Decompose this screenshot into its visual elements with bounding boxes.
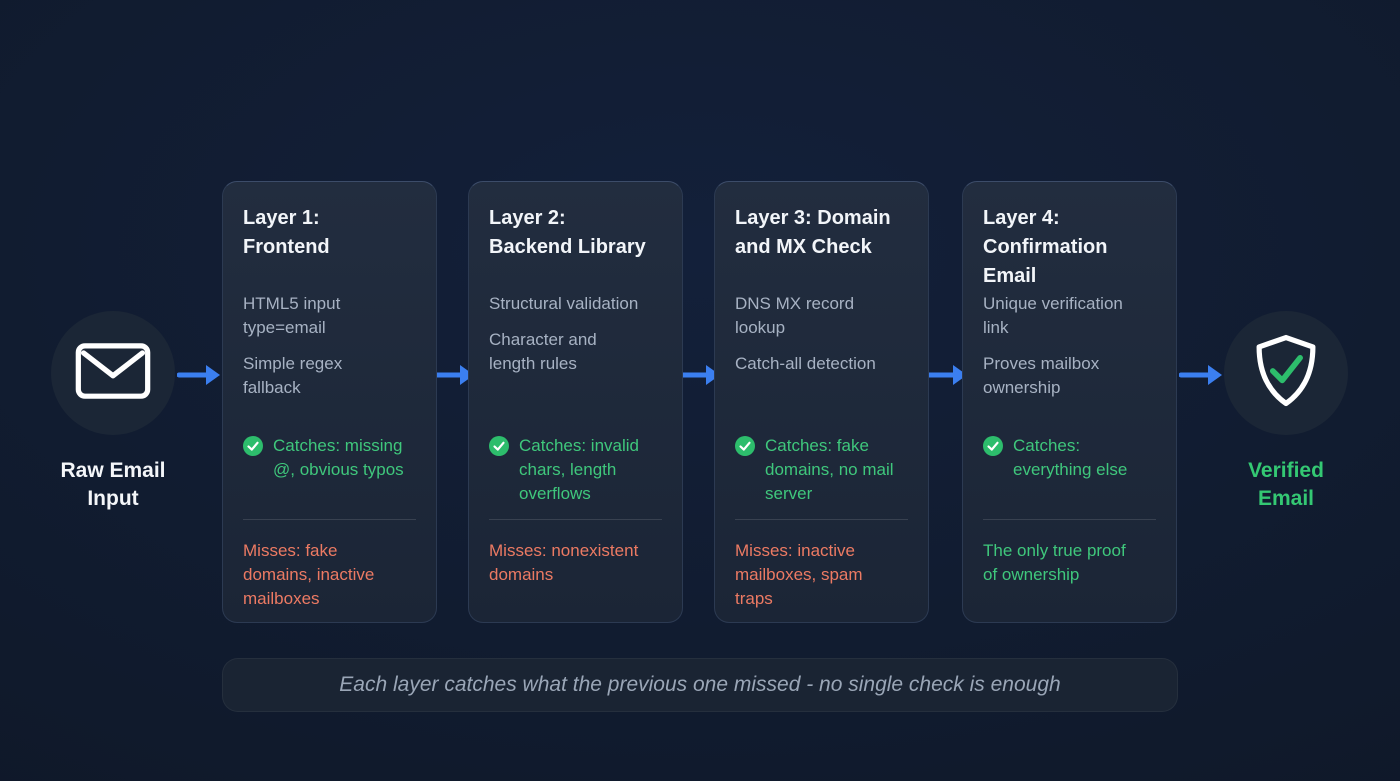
card-divider	[243, 519, 416, 520]
misses-text: Misses: fake domains, inactive mailboxes	[243, 541, 375, 608]
flow-arrow-icon	[430, 362, 475, 388]
card-divider	[983, 519, 1156, 520]
flow-arrow-icon	[176, 362, 221, 388]
layer-title: Layer 1: Frontend	[243, 207, 330, 258]
layer-point: Catch-all detection	[735, 354, 876, 373]
layer-title: Layer 2: Backend Library	[489, 207, 646, 258]
check-circle-icon	[489, 436, 509, 461]
verified-email-node: Verified Email	[1206, 311, 1366, 513]
envelope-icon	[75, 342, 151, 405]
layer-card-3: Layer 3: Domain and MX Check DNS MX reco…	[714, 181, 929, 623]
layer-title: Layer 3: Domain and MX Check	[735, 207, 891, 258]
flow-arrow-icon	[1178, 362, 1223, 388]
caption-bar: Each layer catches what the previous one…	[222, 658, 1178, 712]
card-divider	[735, 519, 908, 520]
output-node-label: Verified Email	[1248, 459, 1324, 510]
layer-card-1: Layer 1: Frontend HTML5 input type=email…	[222, 181, 437, 623]
catches-text: Catches: missing @, obvious typos	[273, 436, 404, 479]
check-circle-icon	[983, 436, 1003, 461]
shield-check-icon	[1253, 334, 1319, 413]
catches-text: Catches: invalid chars, length overflows	[519, 436, 640, 503]
catches-row: Catches: invalid chars, length overflows	[489, 434, 666, 506]
raw-email-input-node: Raw Email Input	[33, 311, 193, 513]
note-text: The only true proof of ownership	[983, 541, 1126, 584]
card-divider	[489, 519, 662, 520]
layer-point: HTML5 input type=email	[243, 294, 341, 337]
flow-arrow-icon	[923, 362, 968, 388]
layer-card-2: Layer 2: Backend Library Structural vali…	[468, 181, 683, 623]
check-circle-icon	[243, 436, 263, 461]
layer-point: Structural validation	[489, 294, 639, 313]
layer-title: Layer 4: Confirmation Email	[983, 207, 1108, 287]
input-icon-circle	[51, 311, 175, 435]
catches-text: Catches: everything else	[1013, 436, 1128, 479]
catches-row: Catches: fake domains, no mail server	[735, 434, 912, 506]
check-circle-icon	[735, 436, 755, 461]
misses-text: Misses: inactive mailboxes, spam traps	[735, 541, 863, 608]
layer-point: Simple regex fallback	[243, 354, 343, 397]
caption-text: Each layer catches what the previous one…	[339, 673, 1061, 696]
flow-arrow-icon	[676, 362, 721, 388]
input-node-label: Raw Email Input	[60, 459, 166, 510]
catches-row: Catches: everything else	[983, 434, 1160, 482]
output-icon-circle	[1224, 311, 1348, 435]
layer-point: Character and length rules	[489, 330, 597, 373]
catches-text: Catches: fake domains, no mail server	[765, 436, 894, 503]
catches-row: Catches: missing @, obvious typos	[243, 434, 420, 482]
layer-card-4: Layer 4: Confirmation Email Unique verif…	[962, 181, 1177, 623]
layer-point: DNS MX record lookup	[735, 294, 855, 337]
misses-text: Misses: nonexistent domains	[489, 541, 639, 584]
layer-point: Proves mailbox ownership	[983, 354, 1100, 397]
layer-point: Unique verification link	[983, 294, 1123, 337]
